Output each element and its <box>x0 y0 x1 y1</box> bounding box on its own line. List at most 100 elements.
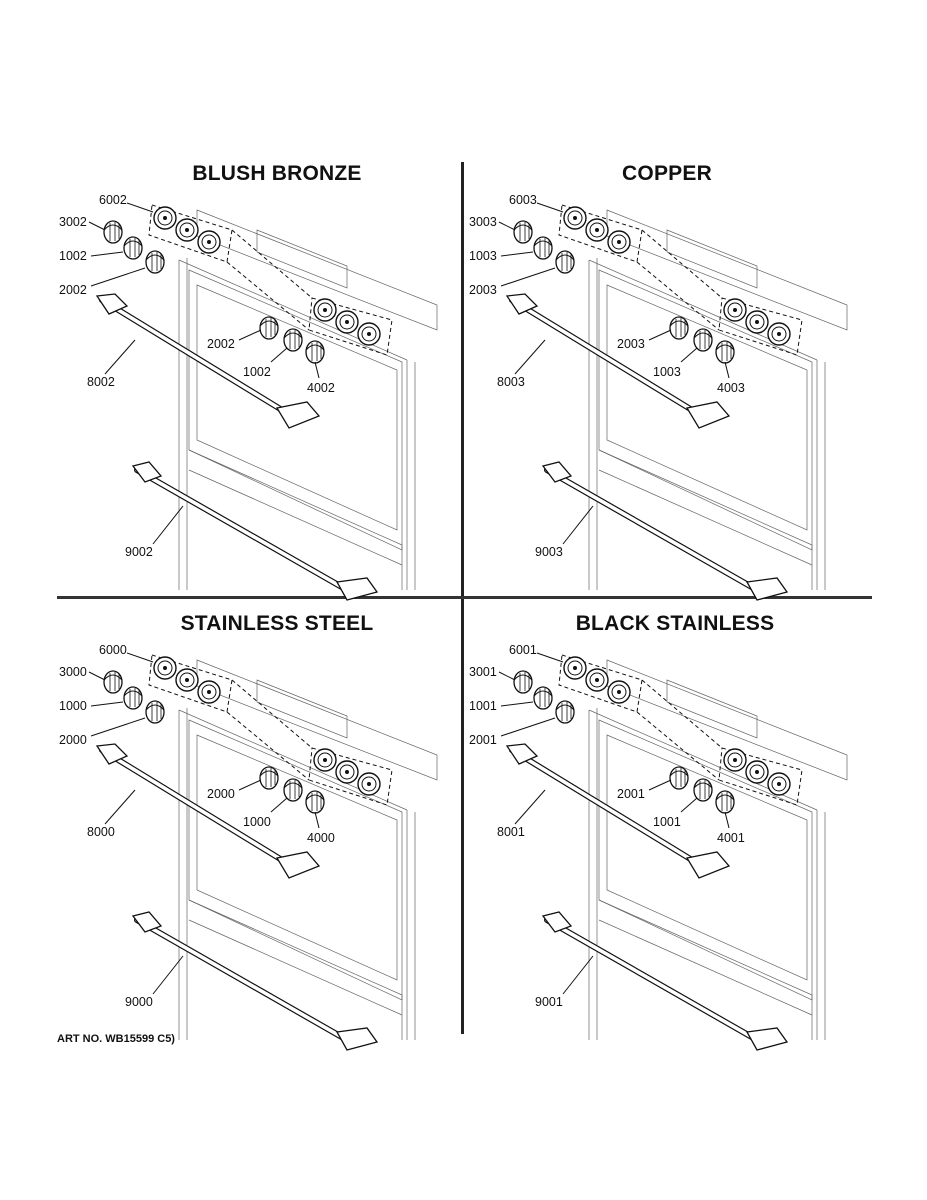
lower-handle-end-left <box>541 461 573 483</box>
lower-handle-end-left <box>131 461 163 483</box>
knob-mid <box>123 236 143 260</box>
knob-low <box>555 700 575 724</box>
knob-center-c <box>715 340 735 364</box>
leader-bezel <box>126 652 154 663</box>
bezel-5 <box>745 310 769 334</box>
leader-knob-center-c <box>314 811 320 829</box>
display-window <box>666 229 758 289</box>
label-handle-upper: 8002 <box>87 375 115 389</box>
label-knob-low: 2000 <box>59 733 87 747</box>
leader-knob-center-c <box>724 811 730 829</box>
label-bezel: 6002 <box>99 193 127 207</box>
leader-knob-center-a <box>238 329 262 341</box>
upper-door-window <box>196 734 398 981</box>
label-knob-low: 2001 <box>469 733 497 747</box>
bezel-connector-dashes <box>226 229 313 331</box>
leader-knob-top <box>88 671 106 681</box>
lower-oven-door <box>188 899 403 1040</box>
oven-body-right-edge <box>816 360 826 590</box>
bezel-group-outline-right <box>718 297 803 356</box>
label-knob-top: 3000 <box>59 665 87 679</box>
quadrant-title: STAINLESS STEEL <box>180 612 374 635</box>
quadrant-title: BLACK STAINLESS <box>575 612 775 635</box>
bezel-connector-dashes <box>226 679 313 781</box>
knob-center-a <box>669 316 689 340</box>
bezel-1 <box>153 656 177 680</box>
bezel-group-outline-right <box>308 747 393 806</box>
bezel-3 <box>607 680 631 704</box>
bezel-6 <box>357 772 381 796</box>
label-knob-top: 3002 <box>59 215 87 229</box>
knob-center-c <box>305 790 325 814</box>
knob-center-a <box>259 316 279 340</box>
bezel-connector-dashes <box>636 679 723 781</box>
leader-bezel <box>126 202 154 213</box>
bezel-6 <box>767 322 791 346</box>
bezel-1 <box>563 206 587 230</box>
knob-low <box>145 250 165 274</box>
leader-knob-low <box>90 267 146 287</box>
label-handle-lower: 9002 <box>125 545 153 559</box>
leader-knob-center-c <box>724 361 730 379</box>
leader-knob-top <box>498 221 516 231</box>
label-handle-upper: 8001 <box>497 825 525 839</box>
leader-knob-low <box>90 717 146 737</box>
upper-door-window <box>606 284 808 531</box>
lower-oven-door <box>188 449 403 590</box>
label-handle-upper: 8003 <box>497 375 525 389</box>
lower-handle-end-right <box>335 1027 379 1051</box>
knob-top <box>103 220 123 244</box>
label-knob-mid: 1003 <box>469 249 497 263</box>
upper-handle-end-right <box>685 401 731 429</box>
bezel-group-outline-right <box>308 297 393 356</box>
lower-oven-door <box>598 899 813 1040</box>
label-knob-mid: 1000 <box>59 699 87 713</box>
bezel-4 <box>313 298 337 322</box>
leader-handle-lower <box>152 505 184 545</box>
upper-handle-end-right <box>275 851 321 879</box>
leader-knob-center-b <box>680 797 698 813</box>
knob-center-b <box>693 328 713 352</box>
label-knob-center-c: 4001 <box>717 831 745 845</box>
label-knob-center-b: 1003 <box>653 365 681 379</box>
label-bezel: 6001 <box>509 643 537 657</box>
bezel-3 <box>197 680 221 704</box>
horizontal-divider <box>57 596 872 599</box>
knob-top <box>513 220 533 244</box>
label-knob-center-c: 4000 <box>307 831 335 845</box>
leader-handle-upper <box>104 339 136 375</box>
leader-handle-upper <box>514 789 546 825</box>
leader-knob-mid <box>500 251 534 257</box>
label-handle-lower: 9001 <box>535 995 563 1009</box>
label-knob-low: 2002 <box>59 283 87 297</box>
leader-knob-center-b <box>680 347 698 363</box>
leader-handle-lower <box>562 505 594 545</box>
upper-handle-end-right <box>685 851 731 879</box>
leader-bezel <box>536 652 564 663</box>
leader-knob-top <box>498 671 516 681</box>
oven-body-right-edge <box>816 810 826 1040</box>
leader-bezel <box>536 202 564 213</box>
leader-knob-center-c <box>314 361 320 379</box>
leader-knob-low <box>500 267 556 287</box>
bezel-6 <box>767 772 791 796</box>
oven-body-right-edge <box>406 810 416 1040</box>
leader-knob-mid <box>90 251 124 257</box>
bezel-4 <box>723 748 747 772</box>
lower-handle-end-left <box>541 911 573 933</box>
lower-door-edge <box>598 469 813 566</box>
label-handle-upper: 8000 <box>87 825 115 839</box>
leader-knob-center-b <box>270 797 288 813</box>
bezel-5 <box>745 760 769 784</box>
label-knob-center-b: 1001 <box>653 815 681 829</box>
knob-mid <box>533 686 553 710</box>
upper-handle-end-left <box>95 293 129 315</box>
leader-knob-mid <box>500 701 534 707</box>
label-knob-center-a: 2000 <box>207 787 235 801</box>
knob-top <box>103 670 123 694</box>
display-window <box>666 679 758 739</box>
